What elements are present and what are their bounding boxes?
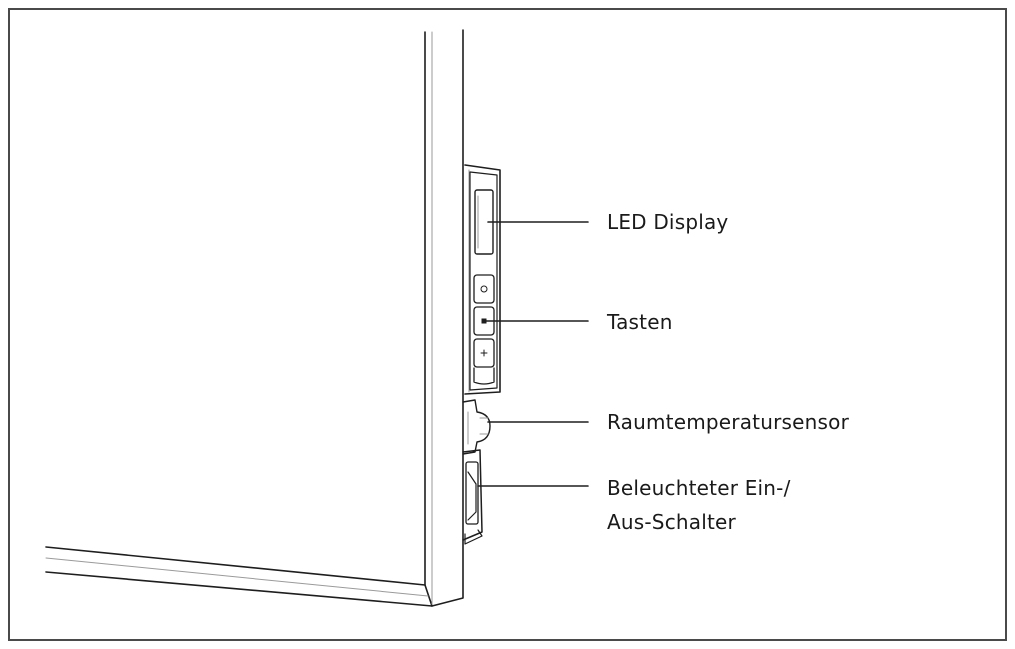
room-temperature-sensor	[462, 399, 491, 455]
control-unit	[464, 164, 501, 395]
label-switch-line1: Beleuchteter Ein-/	[607, 476, 791, 500]
label-room-temperature-sensor: Raumtemperatursensor	[607, 410, 849, 434]
button-plus	[473, 338, 495, 368]
buttons-group	[473, 274, 495, 385]
mode-icon	[481, 318, 487, 324]
on-off-switch	[462, 449, 483, 545]
heater-panel	[45, 29, 464, 607]
power-icon	[480, 285, 488, 293]
label-led-display: LED Display	[607, 210, 729, 234]
label-switch-line2: Aus-Schalter	[607, 510, 736, 534]
diagram-frame	[8, 8, 1007, 641]
callout-lines	[477, 221, 589, 487]
label-buttons: Tasten	[607, 310, 673, 334]
plus-icon	[480, 349, 488, 357]
button-power	[473, 274, 495, 304]
